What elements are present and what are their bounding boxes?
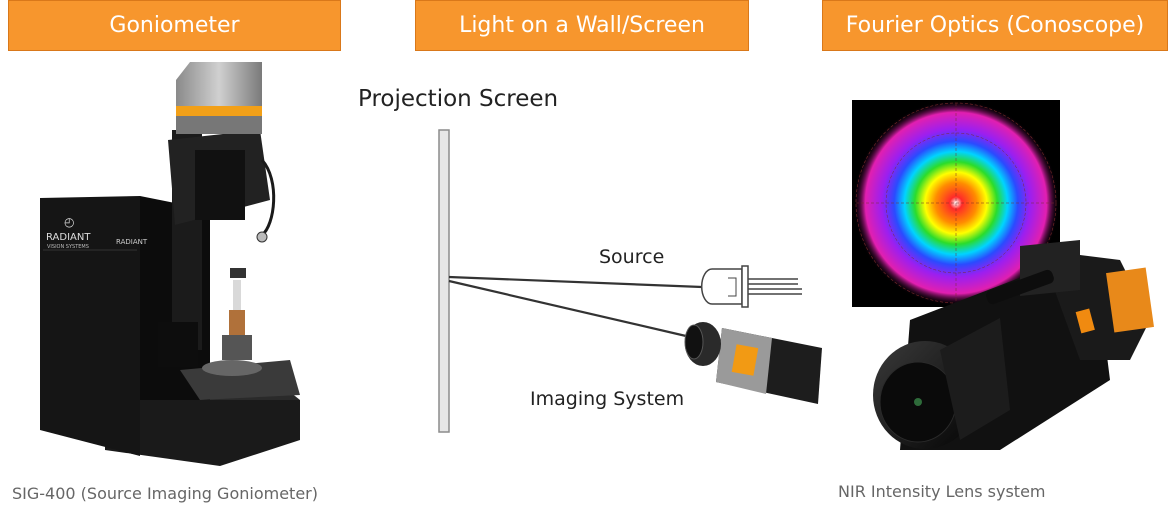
brand-logo-small: RADIANT (116, 238, 148, 246)
wall-screen-diagram (438, 129, 822, 433)
projection-screen (438, 129, 450, 433)
imaging-camera-icon (684, 322, 822, 404)
header-light-on-wall: Light on a Wall/Screen (415, 0, 749, 51)
conoscope-illustration (852, 100, 1154, 450)
projection-screen-label: Projection Screen (358, 86, 559, 112)
brand-logo-sub: VISION SYSTEMS (47, 244, 89, 250)
header-goniometer: Goniometer (8, 0, 341, 51)
led-source-icon (700, 265, 802, 308)
caption-conoscope: NIR Intensity Lens system (838, 482, 1046, 501)
source-label: Source (599, 246, 665, 268)
goniometer-illustration: ◴ RADIANT VISION SYSTEMS RADIANT (40, 62, 300, 466)
imaging-system-label: Imaging System (530, 388, 685, 410)
brand-logo: RADIANT (46, 232, 91, 243)
brand-logo-icon: ◴ (64, 215, 75, 229)
header-fourier-optics: Fourier Optics (Conoscope) (822, 0, 1168, 51)
imaging-ray (448, 279, 687, 338)
source-ray (448, 275, 703, 289)
caption-goniometer: SIG-400 (Source Imaging Goniometer) (12, 484, 318, 503)
